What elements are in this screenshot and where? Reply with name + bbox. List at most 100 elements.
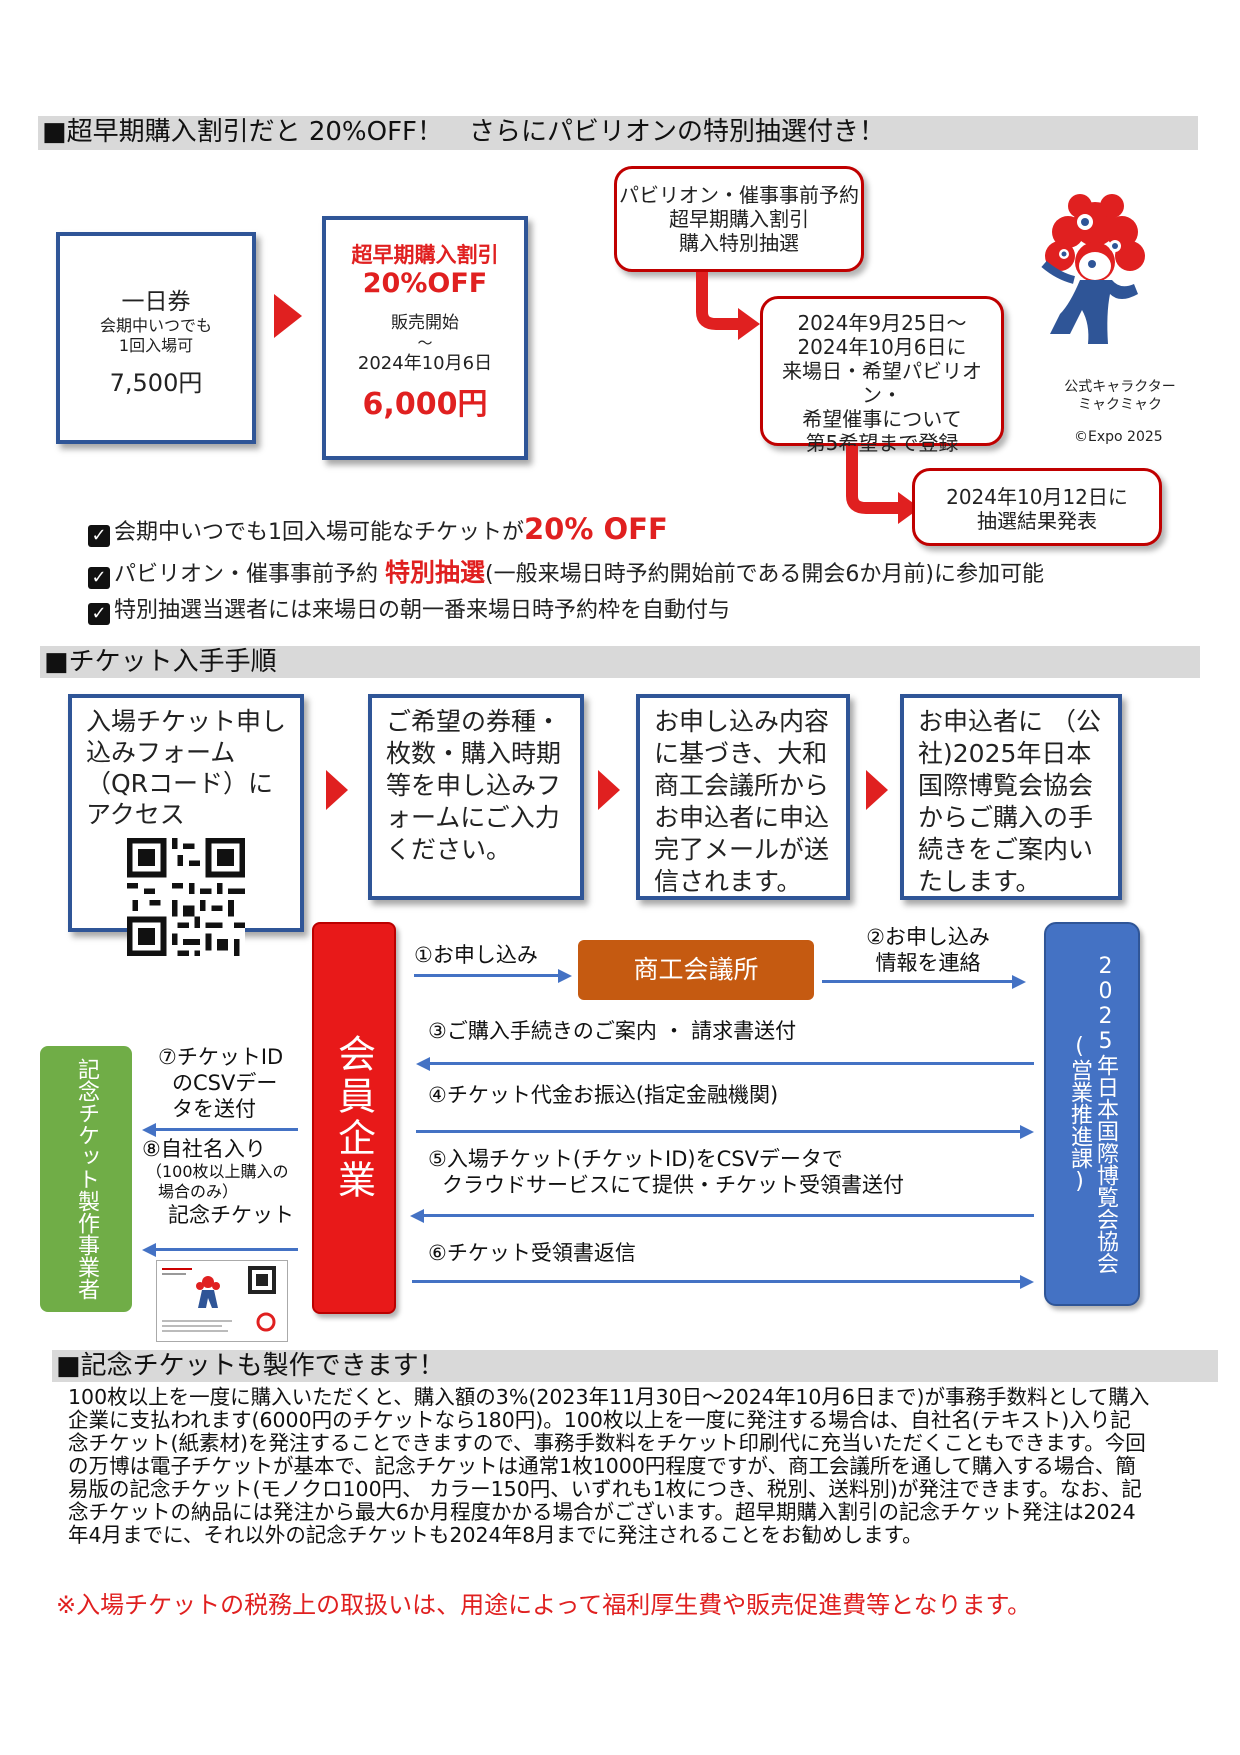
check-item-3: ✓特別抽選当選者には来場日の朝一番来場日時予約枠を自動付与 [88,596,730,626]
result-line1: 2024年10月12日に [946,485,1128,509]
lottery-line1: パビリオン・催事事前予約 [619,183,859,207]
day-ticket-title: 一日券 [121,289,191,315]
flow-label-2b: 情報を連絡 [875,951,981,975]
day-ticket-line2: 1回入場可 [118,336,194,355]
flow-arrow-7 [156,1128,298,1131]
flow-label-2: ②お申し込み 情報を連絡 [838,924,1018,976]
arrow-head-icon [142,1123,156,1137]
lottery-line2: 超早期購入割引 [669,207,809,231]
arrow-head-icon [558,969,572,983]
flow-label-6: ⑥チケット受領書返信 [428,1241,636,1265]
flow-label-5: ⑤入場チケット(チケットID)をCSVデータで クラウドサービスにて提供・チケッ… [428,1146,904,1198]
arrow-head-icon [1020,1275,1034,1289]
check-item-1: ✓会期中いつでも1回入場可能なチケットが20% OFF [88,514,668,548]
register-line3: 来場日・希望パビリオン・ [782,359,982,407]
arrow-head-icon [416,1057,430,1071]
flow-label-3: ③ご購入手続きのご案内 ・ 請求書送付 [428,1019,797,1043]
check-2-text: パビリオン・催事事前予約 [114,562,385,587]
member-company-label: 会員企業 [331,1034,376,1202]
sale-start: 販売開始 [391,313,459,333]
lottery-box: パビリオン・催事事前予約 超早期購入割引 購入特別抽選 [614,166,864,272]
checkbox-icon: ✓ [88,567,110,589]
ticket-maker-box: 記念チケット製作事業者 [40,1046,132,1312]
flow-arrow-8 [156,1248,298,1251]
section1-header: ■超早期購入割引だと 20%OFF！ さらにパビリオンの特別抽選付き！ [38,116,1198,150]
flow-arrow-2 [822,980,1012,983]
flow-label-8c: 場合のみ） [158,1182,239,1201]
flow-label-8a: ⑧自社名入り [142,1137,266,1161]
mascot-image [1041,194,1145,344]
expo-association-sublabel: (営業推進課) [1067,1034,1092,1194]
flow-arrow-3 [430,1062,1034,1065]
section3-header: ■記念チケットも製作できます！ [52,1350,1218,1382]
register-line5: 第5希望まで登録 [805,431,959,455]
lottery-line3: 購入特別抽選 [679,231,799,255]
check-1-emphasis: 20% OFF [524,512,668,546]
member-company-box: 会員企業 [312,922,396,1314]
checkbox-icon: ✓ [88,525,110,547]
flow-arrow-1 [414,974,560,977]
day-ticket-box: 一日券 会期中いつでも 1回入場可 7,500円 [56,232,256,444]
arrow-head-icon [1020,1125,1034,1139]
arrow-right-icon [274,294,302,338]
arrow-head-icon [142,1243,156,1257]
check-2-emphasis: 特別抽選 [385,558,486,587]
ticket-maker-label: 記念チケット製作事業者 [74,1058,99,1300]
check-1-text: 会期中いつでも1回入場可能なチケットが [114,520,524,545]
tax-note: ※入場チケットの税務上の取扱いは、用途によって福利厚生費や販売促進費等となります… [56,1591,1032,1619]
mascot-caption-line2: ミャクミャク [1078,397,1162,413]
sale-date: 2024年10月6日 [357,353,493,374]
check-2-text-post: (一般来場日時予約開始前である開会6か月前)に参加可能 [485,562,1044,587]
flow-label-7b: のCSVデー [172,1071,278,1095]
register-line4: 希望催事について [802,407,962,431]
flow-label-5a: ⑤入場チケット(チケットID)をCSVデータで [428,1147,843,1171]
discount-title: 超早期購入割引 [351,243,499,267]
step-4-text: お申込者に （公社)2025年日本国際博覧会協会からご購入の手続きをご案内いたし… [918,707,1101,896]
section2-header: ■チケット入手手順 [40,646,1200,678]
flow-arrow-4 [416,1130,1020,1133]
check-item-2: ✓パビリオン・催事事前予約 特別抽選(一般来場日時予約開始前である開会6か月前)… [88,558,1044,590]
result-line2: 抽選結果発表 [977,509,1097,533]
discount-percent: 20%OFF [362,268,488,299]
register-box: 2024年9月25日～ 2024年10月6日に 来場日・希望パビリオン・ 希望催… [760,296,1004,455]
expo-association-label: 2025年日本国際博覧会協会 [1093,954,1118,1274]
register-line1: 2024年9月25日～ [797,311,967,335]
checkbox-icon: ✓ [88,603,110,625]
commemorative-body-text: 100枚以上を一度に購入いただくと、購入額の3%(2023年11月30日～202… [68,1385,1150,1547]
commemorative-ticket-image [156,1260,288,1342]
qr-code-icon [127,838,245,956]
step-2-text: ご希望の券種・枚数・購入時期等を申し込みフォームにご入力ください。 [386,707,562,864]
discount-price: 6,000円 [362,387,488,422]
day-ticket-price: 7,500円 [109,369,203,397]
result-box: 2024年10月12日に 抽選結果発表 [912,468,1162,546]
chamber-box: 商工会議所 [578,940,814,1000]
register-line2: 2024年10月6日に [797,335,967,359]
bent-arrow-icon [846,446,920,524]
step-box-2: ご希望の券種・枚数・購入時期等を申し込みフォームにご入力ください。 [368,694,584,900]
discount-box: 超早期購入割引 20%OFF 販売開始 ～ 2024年10月6日 6,000円 [322,216,528,460]
day-ticket-line1: 会期中いつでも [99,316,212,335]
step-3-text: お申し込み内容に基づき、大和商工会議所からお申込者に申込完了メールが送信されます… [654,707,830,896]
flow-label-7a: ⑦チケットID [158,1045,284,1069]
expo-association-box: 2025年日本国際博覧会協会 (営業推進課) [1044,922,1140,1306]
flow-label-8b: （100枚以上購入の [146,1162,289,1181]
arrow-right-icon [598,770,620,810]
flow-label-7: ⑦チケットID のCSVデー タを送付 [158,1044,283,1122]
check-3-text: 特別抽選当選者には来場日の朝一番来場日時予約枠を自動付与 [114,598,731,623]
mascot-caption-line1: 公式キャラクター [1064,379,1176,395]
flow-label-5b: クラウドサービスにて提供・チケット受領書送付 [442,1173,904,1197]
arrow-right-icon [866,770,888,810]
step-1-text: 入場チケット申し込みフォーム（QRコード）にアクセス [86,707,287,829]
arrow-head-icon [1012,975,1026,989]
flow-label-1: ①お申し込み [414,943,538,967]
arrow-right-icon [326,770,348,810]
mascot-caption: 公式キャラクター ミャクミャク [1060,378,1180,414]
bent-arrow-icon [696,272,760,340]
arrow-head-icon [410,1209,424,1223]
flow-label-7c: タを送付 [172,1097,256,1121]
flow-label-8: ⑧自社名入り （100枚以上購入の 場合のみ） 記念チケット [142,1136,294,1228]
flow-label-4: ④チケット代金お振込(指定金融機関) [428,1083,779,1107]
mascot-copyright: ©Expo 2025 [1074,429,1163,445]
sale-tilde: ～ [417,334,433,352]
flow-label-8d: 記念チケット [168,1203,294,1227]
